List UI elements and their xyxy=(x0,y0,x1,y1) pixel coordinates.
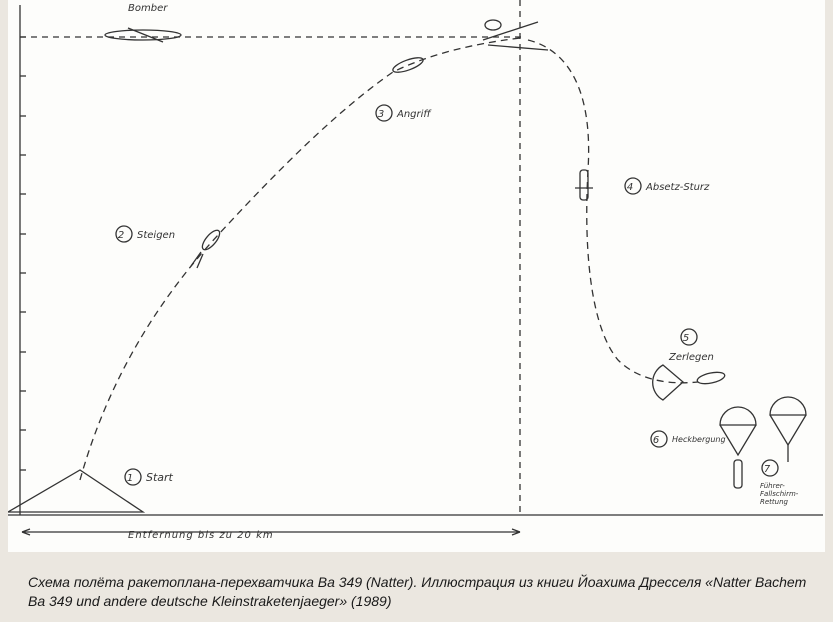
stage-4-num: 4 xyxy=(627,182,633,193)
stage-3-label: Angriff xyxy=(396,109,432,120)
stage-3-num: 3 xyxy=(378,109,384,120)
stage-7-label-2: Fallschirm- xyxy=(760,490,799,498)
stage-5-label: Zerlegen xyxy=(668,352,714,363)
flight-diagram: Bomber 1 Start 2 Steigen 3 Angriff 4 Abs… xyxy=(8,0,825,552)
rocket-icon-dive xyxy=(575,169,593,201)
stage-4-label: Absetz-Sturz xyxy=(645,182,710,193)
climb-trajectory xyxy=(79,37,521,481)
stage-2-num: 2 xyxy=(118,230,124,241)
bomber-icon xyxy=(104,27,182,43)
stage-7-label-3: Rettung xyxy=(760,498,789,506)
parachute-icon-6 xyxy=(719,406,757,489)
stage-2-label: Steigen xyxy=(137,230,175,241)
rocket-icon-climb xyxy=(190,229,221,269)
distance-label: Entfernung bis zu 20 km xyxy=(128,530,274,541)
stage-1-num: 1 xyxy=(127,473,133,484)
stage-5-num: 5 xyxy=(683,333,689,344)
stage-circles xyxy=(115,104,779,486)
parachute-icon-7 xyxy=(769,396,807,462)
launch-ramp xyxy=(8,469,146,513)
stage-7-num: 7 xyxy=(764,464,771,475)
diagram-svg: Bomber 1 Start 2 Steigen 3 Angriff 4 Abs… xyxy=(8,0,823,541)
stage-7-label-1: Führer- xyxy=(760,482,785,490)
intercept-bomber-icon xyxy=(482,19,549,51)
descent-trajectory xyxy=(527,39,699,384)
stage-6-label: Heckbergung xyxy=(672,435,726,444)
stage-6-num: 6 xyxy=(653,435,659,446)
bomber-label: Bomber xyxy=(128,3,168,14)
rocket-icon-attack xyxy=(392,57,424,73)
figure-caption: Схема полёта ракетоплана-перехватчика Ba… xyxy=(28,574,807,609)
axis-ticks xyxy=(20,36,26,471)
parachute-icon-5 xyxy=(652,364,726,401)
stage-1-label: Start xyxy=(146,471,174,484)
